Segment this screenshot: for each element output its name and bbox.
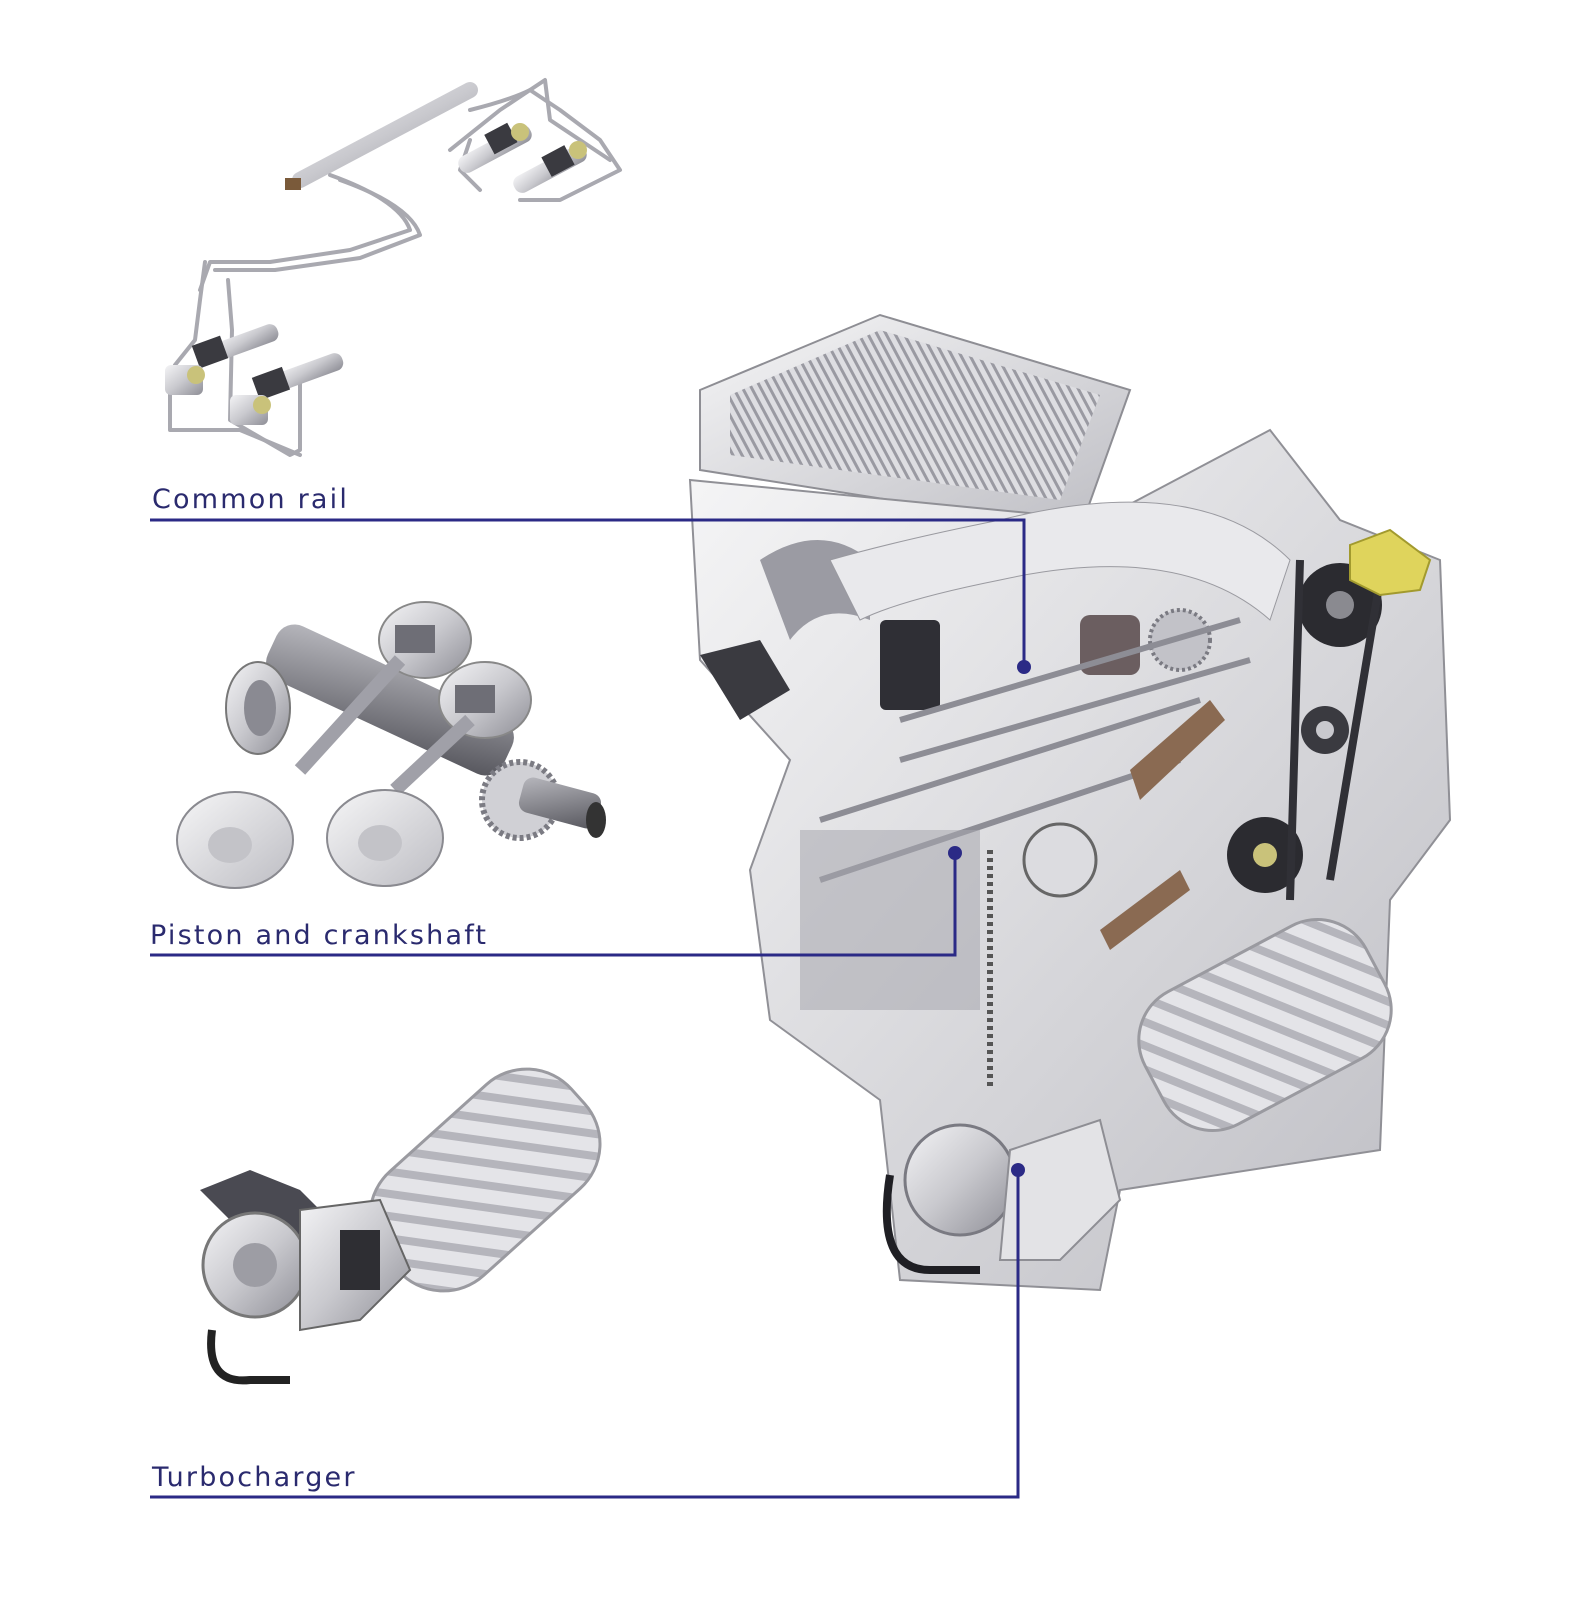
callout-line-piston-crankshaft xyxy=(150,853,957,957)
callout-dots xyxy=(948,660,1031,1177)
callout-line-common-rail xyxy=(150,518,1026,667)
common-rail-illustration xyxy=(165,78,622,457)
callout-dot-piston-crankshaft xyxy=(948,846,962,860)
callout-lines xyxy=(150,518,1026,1499)
label-piston-crankshaft: Piston and crankshaft xyxy=(150,920,489,951)
label-turbocharger: Turbocharger xyxy=(152,1462,357,1493)
label-common-rail: Common rail xyxy=(152,484,350,515)
piston-crankshaft-illustration xyxy=(176,601,606,889)
callout-dot-turbocharger xyxy=(1011,1163,1025,1177)
turbocharger-illustration xyxy=(200,1067,602,1385)
callout-dot-common-rail xyxy=(1017,660,1031,674)
callout-line-turbocharger xyxy=(150,1170,1020,1499)
engine-illustration xyxy=(688,313,1452,1292)
